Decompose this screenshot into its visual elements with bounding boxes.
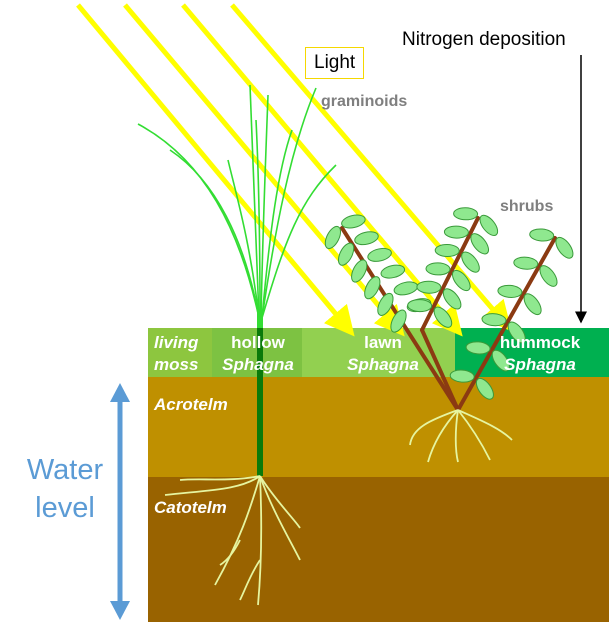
level-label: level [35,492,95,524]
hollow-label: hollow [231,333,285,352]
shrub-leaf [497,284,523,298]
shrub-leaf [470,233,490,255]
catotelm-label: Catotelm [154,498,227,517]
shrub-leaf [451,269,471,292]
shrub-leaves [324,207,574,400]
shrub-leaf [465,341,491,355]
shrub-leaf [433,306,453,328]
catotelm-layer [148,477,609,622]
shrubs-label: shrubs [500,198,554,215]
graminoid-roots [164,475,301,606]
lawn-sphagna-label: Sphagna [347,355,419,374]
graminoids-label: graminoids [321,93,408,110]
graminoid-leaves [137,84,337,319]
hummock-sphagna-label: Sphagna [504,355,576,374]
living-moss-label-2: moss [154,355,199,374]
shrub-leaf [377,292,394,316]
light-label: Light [305,47,365,79]
light-ray [123,3,405,337]
living-moss-label-1: living [154,333,199,352]
shrub [324,207,574,412]
shrub-leaf [367,247,392,262]
shrub-leaf [443,225,469,239]
light-ray [76,3,355,337]
shrub-leaf [481,313,507,327]
shrub-leaf [390,309,407,333]
water-label: Water [26,454,104,486]
acrotelm-label: Acrotelm [154,395,228,414]
shrub-leaf [461,251,480,273]
shrub-leaf [523,293,542,316]
shrub-leaf [507,321,526,344]
shrub-leaf [491,349,510,372]
acrotelm-layer [148,377,609,477]
shrub-leaf [453,207,479,221]
shrub-leaf [434,243,460,258]
light-ray [230,3,512,332]
shrub-leaf [479,214,499,237]
shrub-leaf [351,259,368,283]
shrub-leaf [449,369,475,383]
hollow-sphagna-label: Sphagna [222,355,294,374]
shrub-leaf [425,262,451,276]
light-ray [181,3,463,337]
shrub-leaf [529,228,555,242]
shrub-leaf [475,377,494,400]
shrub-leaf [555,236,574,259]
graminoid-stem [257,328,263,476]
shrub-leaf [407,299,433,313]
shrub-leaf [416,280,442,294]
shrub-leaf [341,214,366,229]
shrub-leaf [393,281,419,296]
lawn-label: lawn [364,333,402,352]
water-level-arrow [110,383,130,620]
light-rays [76,3,512,337]
shrub-leaf [354,231,379,246]
shrub-leaf [442,288,462,310]
shrub-leaf [364,276,381,300]
nitrogen-deposition-label: Nitrogen deposition [402,29,566,50]
shrub-roots [409,409,513,463]
shrub-leaf [539,265,558,287]
living-moss-band [148,328,212,377]
graminoid-stem-upper [257,310,263,328]
shrub-leaf [380,264,406,279]
shrub-leaf [337,242,355,266]
shrub-leaf [513,256,539,270]
shrub-leaf [324,225,342,250]
water-level-label: Water level [22,451,108,527]
hummock-label: hummock [499,333,581,352]
